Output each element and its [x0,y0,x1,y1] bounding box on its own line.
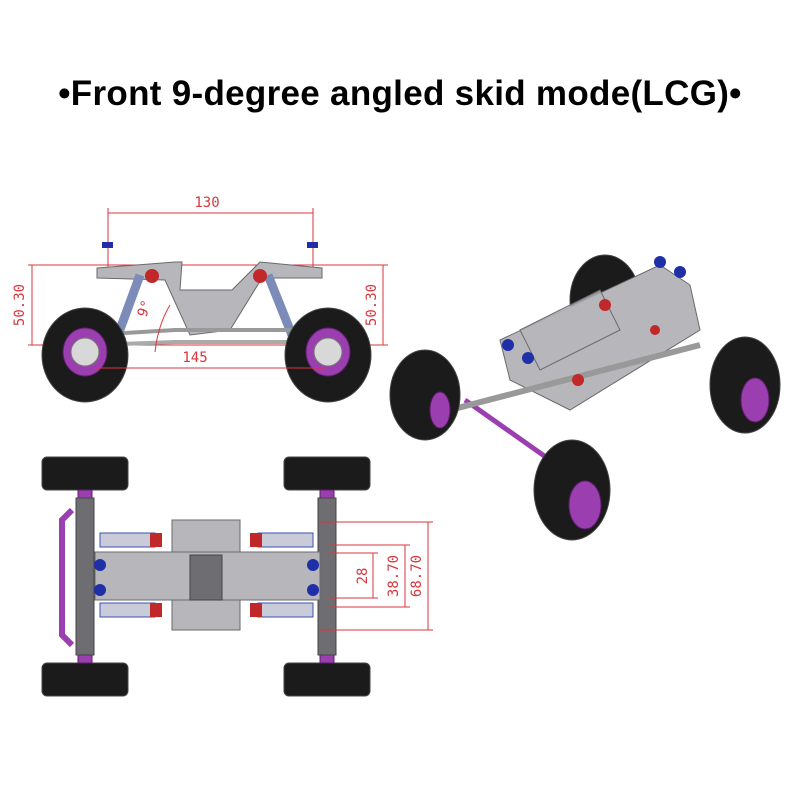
front-axle [75,497,95,656]
dim-label-145: 145 [182,350,207,366]
dim-label-130: 130 [194,195,219,211]
top-view: 28 38.70 68.70 [41,456,433,697]
page-title: •Front 9-degree angled skid mode(LCG)• [58,74,742,113]
suspension-link [89,328,325,337]
dim-label-right-height: 50.30 [364,284,380,326]
dim-label-68-70: 68.70 [409,555,425,597]
shock-left [113,273,145,337]
dim-label-left-height: 50.30 [12,284,28,326]
isometric-view [389,254,781,541]
dim-heights: 50.30 50.30 [12,264,388,346]
dim-top-width: 130 [107,195,314,275]
iso-bumper [463,397,552,463]
chassis-plate [96,261,323,336]
dim-label-angle: 9° [135,298,156,319]
dim-label-28: 28 [355,568,371,585]
screw-cap-icon [102,242,113,248]
front-view: 130 50.30 50.30 145 9° [12,195,388,403]
dim-label-38-70: 38.70 [386,555,402,597]
top-dimensions: 28 38.70 68.70 [320,521,433,631]
top-rear-right-tire [283,662,371,697]
top-front-right-tire [41,662,129,697]
shock-right [263,273,297,337]
top-front-left-tire [41,456,129,491]
iso-front-left-tire [389,349,461,441]
screw-cap-icon [307,242,318,248]
top-rear-left-tire [283,456,371,491]
front-bumper [59,507,75,648]
